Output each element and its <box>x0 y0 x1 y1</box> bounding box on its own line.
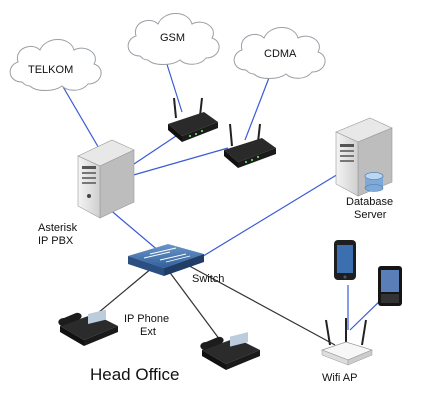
router-icon <box>224 123 276 168</box>
cloud-label-telkom: TELKOM <box>28 64 74 76</box>
link-switch-wifi <box>181 261 336 346</box>
link-cdma-router2 <box>244 69 273 141</box>
network-switch-icon <box>128 244 204 276</box>
pbx-label-line2: IP PBX <box>38 235 74 247</box>
ip-phone-icon <box>58 309 118 346</box>
wifi-label: Wifi AP <box>322 372 358 384</box>
db-label-line1: Database <box>346 196 394 208</box>
links <box>61 57 387 346</box>
switch-label: Switch <box>192 273 225 285</box>
link-router2-pbx <box>129 147 229 177</box>
link-telkom-pbx <box>61 84 101 151</box>
pbx-label-line1: Asterisk <box>38 222 78 234</box>
link-pbx-switch <box>107 207 161 253</box>
cloud-icon <box>9 39 102 91</box>
smartphone-icon <box>378 266 402 306</box>
phone-label-line2: Ext <box>140 326 156 338</box>
server-tower-icon <box>77 139 135 219</box>
cloud-label-gsm: GSM <box>160 32 186 44</box>
smartphone-icon <box>334 240 356 280</box>
ip-phone-icon <box>200 332 260 370</box>
cloud-icon <box>233 27 326 79</box>
phone-label-line1: IP Phone <box>124 313 170 325</box>
wifi-access-point-icon <box>320 318 374 366</box>
cloud-icon <box>127 13 220 65</box>
database-server-icon <box>335 117 393 197</box>
router-icon <box>168 97 218 142</box>
db-label-line2: Server <box>354 209 387 221</box>
link-switch-db <box>199 167 349 259</box>
link-gsm-router1 <box>164 57 183 113</box>
head-office-title: Head Office <box>90 365 180 384</box>
cloud-label-cdma: CDMA <box>264 48 297 60</box>
link-switch-phone2 <box>167 269 221 341</box>
link-switch-phone1 <box>91 267 153 319</box>
